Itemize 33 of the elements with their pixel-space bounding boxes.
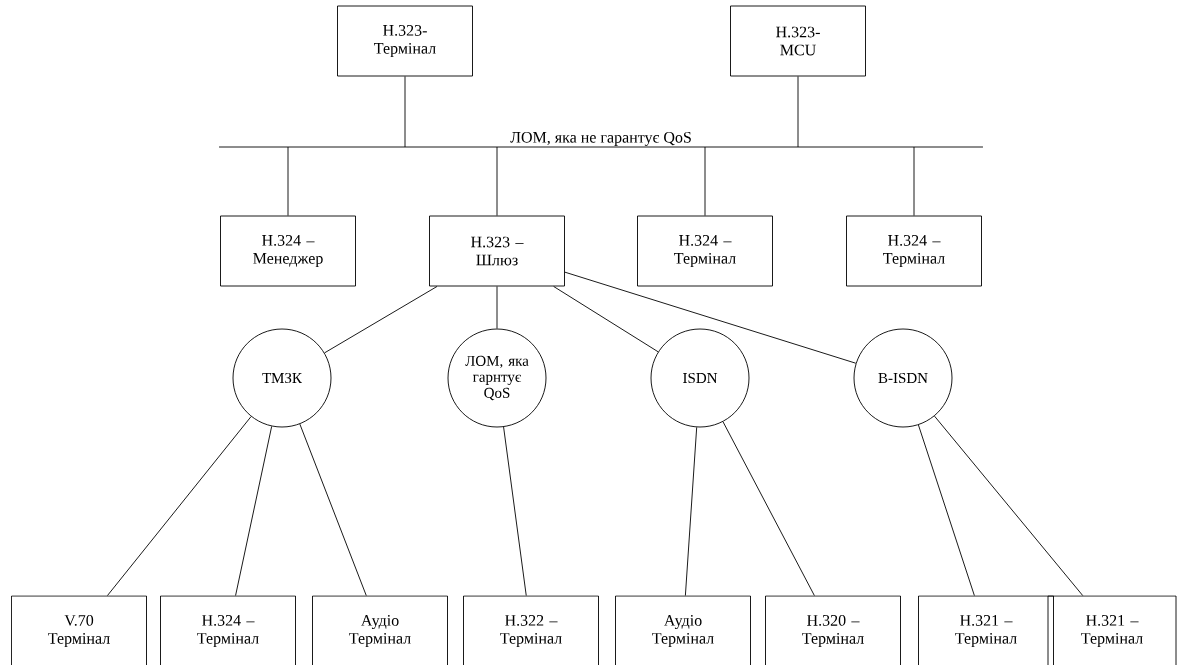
connector-line — [564, 271, 857, 364]
connector-line — [235, 425, 273, 596]
connector-line — [496, 146, 498, 216]
connector-line — [404, 76, 406, 148]
connector-line — [917, 424, 975, 596]
terminal-box: H.323 – Шлюз — [429, 215, 565, 287]
connector-line — [704, 146, 706, 216]
terminal-box: H.323- Термінал — [337, 5, 473, 77]
terminal-box: H.324 – Термінал — [846, 215, 982, 287]
terminal-box: H.324 – Менеджер — [220, 215, 356, 287]
connector-line — [553, 286, 659, 353]
terminal-box: H.321 – Термінал — [1047, 595, 1177, 665]
connector-line — [324, 286, 438, 354]
terminal-box: H.322 – Термінал — [463, 595, 599, 665]
connector-line — [496, 286, 498, 329]
terminal-box: Аудіо Термінал — [615, 595, 751, 665]
connector-line — [503, 426, 527, 596]
terminal-box: H.324 – Термінал — [637, 215, 773, 287]
terminal-box: H.320 – Термінал — [765, 595, 901, 665]
terminal-box: H.323- MCU — [730, 5, 866, 77]
connector-line — [797, 76, 799, 148]
connector-line — [913, 146, 915, 216]
terminal-box: H.324 – Термінал — [160, 595, 296, 665]
terminal-box: H.321 – Термінал — [918, 595, 1054, 665]
connector-line — [934, 415, 1084, 596]
connector-line — [722, 421, 815, 596]
connector-line — [299, 423, 367, 596]
connector-line — [107, 416, 252, 596]
network-bus: ЛОМ, яка не гарантує QoS — [218, 131, 984, 148]
terminal-box: Аудіо Термінал — [312, 595, 448, 665]
terminal-box: V.70 Термінал — [11, 595, 147, 665]
connector-line — [684, 426, 698, 596]
connector-line — [287, 146, 289, 216]
